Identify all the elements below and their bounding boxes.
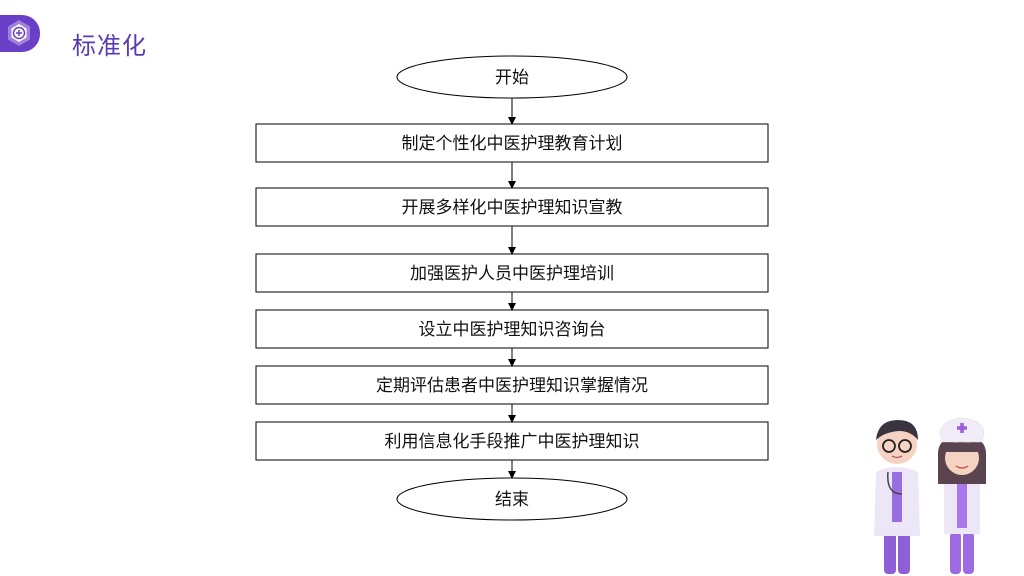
start-label: 开始: [495, 68, 529, 88]
flow-step: 开展多样化中医护理知识宣教: [255, 187, 769, 227]
end-label: 结束: [495, 490, 529, 510]
flow-step: 利用信息化手段推广中医护理知识: [255, 421, 769, 461]
doctor-figure: [874, 420, 920, 574]
flow-step-label: 开展多样化中医护理知识宣教: [402, 198, 623, 218]
flow-step-box: [255, 421, 769, 461]
flow-end: 结束: [396, 477, 628, 521]
flow-step-label: 设立中医护理知识咨询台: [419, 320, 606, 340]
hexagon-plus-icon: [8, 20, 30, 46]
flow-step: 设立中医护理知识咨询台: [255, 309, 769, 349]
flow-step-box: [255, 187, 769, 227]
flow-step: 制定个性化中医护理教育计划: [255, 123, 769, 163]
flow-step-label: 加强医护人员中医护理培训: [410, 264, 614, 284]
flow-step: 定期评估患者中医护理知识掌握情况: [255, 365, 769, 405]
logo-badge: [0, 15, 40, 52]
flow-start: 开始: [396, 55, 628, 99]
nurse-figure: [938, 417, 986, 574]
flow-step-label: 利用信息化手段推广中医护理知识: [385, 432, 640, 452]
flow-step: 加强医护人员中医护理培训: [255, 253, 769, 293]
doctor-nurse-illustration: [874, 417, 986, 574]
flow-step-box: [255, 309, 769, 349]
flow-step-box: [255, 123, 769, 163]
flow-step-label: 制定个性化中医护理教育计划: [402, 134, 623, 154]
flow-step-label: 定期评估患者中医护理知识掌握情况: [376, 376, 648, 396]
page-title: 标准化: [72, 32, 147, 60]
